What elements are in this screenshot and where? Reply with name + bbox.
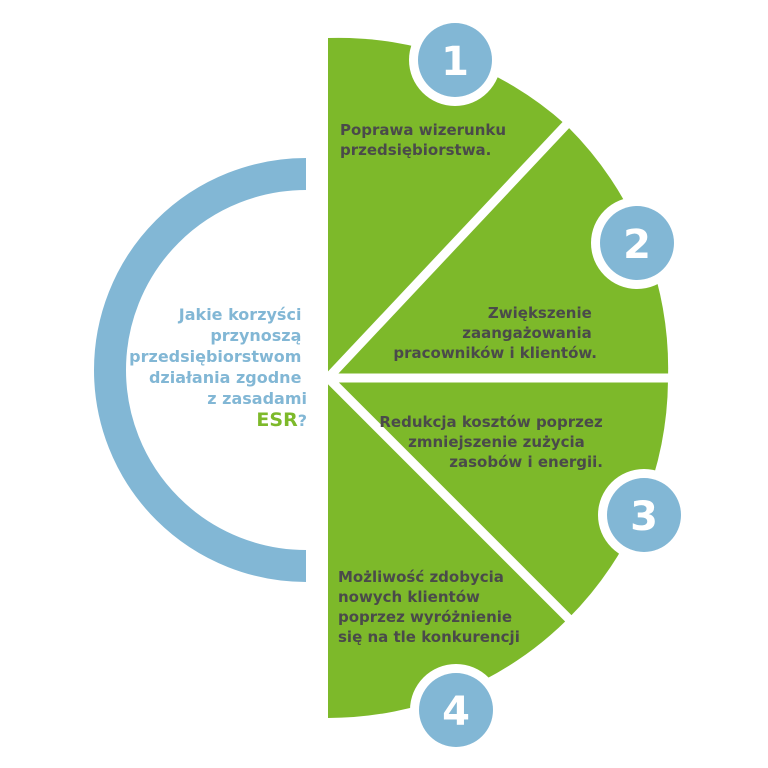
separator-3-4 bbox=[324, 374, 589, 639]
badge-3-circle bbox=[607, 478, 681, 552]
wedge-separators bbox=[324, 106, 690, 639]
segment-2-line-2: zaangażowania bbox=[462, 324, 591, 342]
badge-1-circle bbox=[418, 23, 492, 97]
segment-2-line-3: pracowników i klientów. bbox=[393, 344, 597, 362]
wedge-3 bbox=[328, 378, 668, 619]
segment-1-text: Poprawa wizerunku przedsiębiorstwa. bbox=[340, 121, 511, 159]
segment-3-text: Redukcja kosztów poprzez zmniejszenie zu… bbox=[379, 413, 608, 471]
blue-half-ring bbox=[94, 158, 307, 582]
wedge-2 bbox=[328, 124, 669, 378]
question-esr-line: ESR? bbox=[256, 409, 307, 431]
question-line-5: z zasadami bbox=[207, 389, 307, 408]
badge-3-number: 3 bbox=[630, 494, 658, 540]
segment-4-line-4: się na tle konkurencji bbox=[338, 628, 520, 646]
segment-2-text: Zwiększenie zaangażowania pracowników i … bbox=[393, 304, 597, 362]
badge-2-circle bbox=[600, 206, 674, 280]
badge-4-circle bbox=[419, 673, 493, 747]
badge-3: 3 bbox=[598, 469, 690, 561]
badge-4: 4 bbox=[410, 664, 502, 756]
question-esr: ESR bbox=[256, 409, 298, 431]
badge-2: 2 bbox=[591, 197, 683, 289]
segment-4-line-1: Możliwość zdobycia bbox=[338, 568, 504, 586]
badge-1-number: 1 bbox=[441, 39, 469, 85]
badge-4-number: 4 bbox=[442, 689, 470, 735]
separator-1-2 bbox=[324, 106, 584, 382]
segment-2-line-1: Zwiększenie bbox=[488, 304, 592, 322]
segment-4-line-2: nowych klientów bbox=[338, 588, 480, 606]
segment-4-line-3: poprzez wyróżnienie bbox=[338, 608, 512, 626]
segment-3-line-1: Redukcja kosztów poprzez bbox=[379, 413, 603, 431]
badge-2-number: 2 bbox=[623, 222, 651, 268]
question-line-4: działania zgodne bbox=[149, 368, 302, 387]
question-text: Jakie korzyści przynoszą przedsiębiorstw… bbox=[129, 305, 307, 408]
question-line-2: przynoszą bbox=[210, 326, 301, 345]
question-line-3: przedsiębiorstwom bbox=[129, 347, 301, 366]
question-line-1: Jakie korzyści bbox=[178, 305, 302, 324]
badge-1: 1 bbox=[409, 14, 501, 106]
question-mark: ? bbox=[298, 411, 307, 430]
wedge-4 bbox=[328, 378, 569, 718]
segment-1-line-2: przedsiębiorstwa. bbox=[340, 141, 491, 159]
wedge-1 bbox=[328, 37, 566, 378]
segment-4-text: Możliwość zdobycia nowych klientów poprz… bbox=[338, 568, 520, 646]
segment-1-line-1: Poprawa wizerunku bbox=[340, 121, 506, 139]
segment-3-line-3: zasobów i energii. bbox=[449, 453, 603, 471]
segment-3-line-2: zmniejszenie zużycia bbox=[408, 433, 585, 451]
